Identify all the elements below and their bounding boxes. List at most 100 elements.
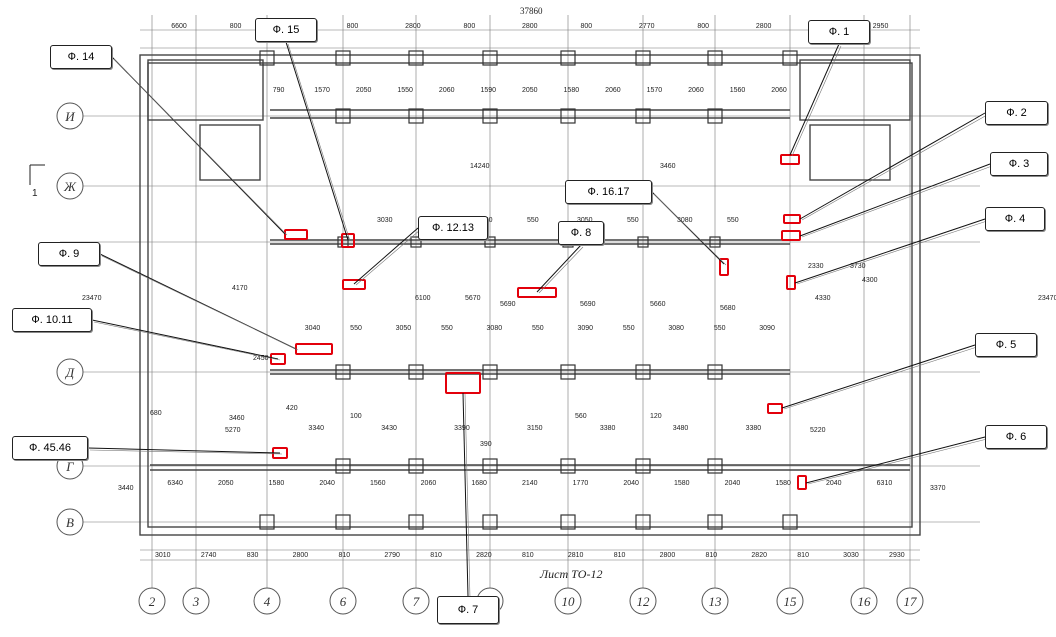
leader-shadow-f3 xyxy=(801,165,993,238)
dim-misc: 14240 xyxy=(470,163,490,170)
axis-bubble xyxy=(138,587,166,615)
callout-f7: Ф. 7 xyxy=(437,596,499,624)
dim-bottom: 2820 xyxy=(476,552,492,559)
dim-mid2: 3080 xyxy=(487,325,503,332)
dim-bottom: 2740 xyxy=(201,552,217,559)
column xyxy=(335,108,351,124)
axis-label: 2 xyxy=(149,594,156,609)
column xyxy=(707,364,723,380)
leader-shadow-f2 xyxy=(801,114,988,221)
dim-mid3: 3390 xyxy=(454,425,470,432)
dim-mid2: 3080 xyxy=(668,325,684,332)
marker-f6 xyxy=(797,475,807,490)
dim-bottom: 830 xyxy=(247,552,259,559)
dim-top: 800 xyxy=(230,23,242,30)
axis-label: 15 xyxy=(784,594,798,609)
dim-lower: 1560 xyxy=(370,480,386,487)
dim-misc: 4330 xyxy=(815,295,831,302)
dim-mid3: 3340 xyxy=(308,425,324,432)
callout-f6: Ф. 6 xyxy=(985,425,1047,449)
columns xyxy=(259,50,798,530)
column xyxy=(484,236,496,248)
axis-bubble xyxy=(253,587,281,615)
column xyxy=(635,108,651,124)
dim-lower: 1680 xyxy=(471,480,487,487)
column xyxy=(707,458,723,474)
column xyxy=(408,514,424,530)
dim-mid2: 550 xyxy=(532,325,544,332)
dim-misc: 3440 xyxy=(118,485,134,492)
marker-f3 xyxy=(781,230,801,241)
dim-misc: 5690 xyxy=(500,301,516,308)
dim-mid2: 550 xyxy=(714,325,726,332)
dim-misc: 23470 xyxy=(1038,295,1056,302)
column xyxy=(635,458,651,474)
dim-lower: 1580 xyxy=(269,480,285,487)
grid-lines xyxy=(60,15,980,590)
dim-misc: 100 xyxy=(350,413,362,420)
axis-bubble xyxy=(56,358,84,386)
dim-bottom: 2810 xyxy=(568,552,584,559)
column xyxy=(410,236,422,248)
leader-shadow-f1011 xyxy=(93,321,281,361)
dim-mid1: 550 xyxy=(527,217,539,224)
marker-f2 xyxy=(783,214,801,224)
dim-bottom: 2800 xyxy=(293,552,309,559)
column xyxy=(482,50,498,66)
dim-mid2: 3090 xyxy=(759,325,775,332)
dim-misc: 3370 xyxy=(930,485,946,492)
marker-f1011 xyxy=(270,353,286,365)
leader-shadow-f7 xyxy=(464,393,471,599)
dim-second: 2050 xyxy=(356,87,372,94)
dim-mid3: 3430 xyxy=(381,425,397,432)
outer-wall-outline xyxy=(139,54,921,536)
dim-bottom: 2820 xyxy=(751,552,767,559)
dim-second: 2060 xyxy=(439,87,455,94)
callout-f1: Ф. 1 xyxy=(808,20,870,44)
dim-second: 2060 xyxy=(605,87,621,94)
dim-mid2: 550 xyxy=(441,325,453,332)
dim-mid2: 3090 xyxy=(577,325,593,332)
callout-f2: Ф. 2 xyxy=(985,101,1048,125)
dim-lower: 6310 xyxy=(877,480,893,487)
dim-misc: 2450 xyxy=(253,355,269,362)
dim-second: 1570 xyxy=(647,87,663,94)
dim-lower: 2040 xyxy=(826,480,842,487)
leader-shadow-f1617 xyxy=(653,193,727,266)
dim-misc: 6100 xyxy=(415,295,431,302)
axis-bubble xyxy=(701,587,729,615)
dim-mid1: 550 xyxy=(727,217,739,224)
dim-misc: 4300 xyxy=(862,277,878,284)
axis-bubble xyxy=(182,587,210,615)
column xyxy=(335,50,351,66)
dim-mid2: 550 xyxy=(623,325,635,332)
column xyxy=(707,50,723,66)
column xyxy=(335,364,351,380)
dim-lower: 1580 xyxy=(775,480,791,487)
axis-bubble xyxy=(554,587,582,615)
callout-f5: Ф. 5 xyxy=(975,333,1037,357)
column xyxy=(560,364,576,380)
dim-bottom: 810 xyxy=(430,552,442,559)
dim-mid2: 3040 xyxy=(305,325,321,332)
dim-bottom: 810 xyxy=(522,552,534,559)
marker-f7 xyxy=(445,372,481,394)
dim-lower: 2040 xyxy=(319,480,335,487)
dim-bottom: 810 xyxy=(797,552,809,559)
dim-misc: 23470 xyxy=(82,295,102,302)
axis-label: 16 xyxy=(858,594,872,609)
top-total-dim: 37860 xyxy=(520,6,543,16)
leader-shadow-f6 xyxy=(807,438,988,485)
column xyxy=(635,364,651,380)
leader-shadow-f5 xyxy=(783,346,978,410)
dim-lower: 2050 xyxy=(218,480,234,487)
dim-mid1: 550 xyxy=(627,217,639,224)
dim-misc: 3460 xyxy=(229,415,245,422)
leader-f1 xyxy=(789,43,840,156)
marker-f5 xyxy=(767,403,783,414)
dim-lower: 2060 xyxy=(421,480,437,487)
dim-bottom: 3030 xyxy=(843,552,859,559)
marker-f4 xyxy=(786,275,796,290)
dim-mid2: 550 xyxy=(350,325,362,332)
dim-misc: 680 xyxy=(150,410,162,417)
